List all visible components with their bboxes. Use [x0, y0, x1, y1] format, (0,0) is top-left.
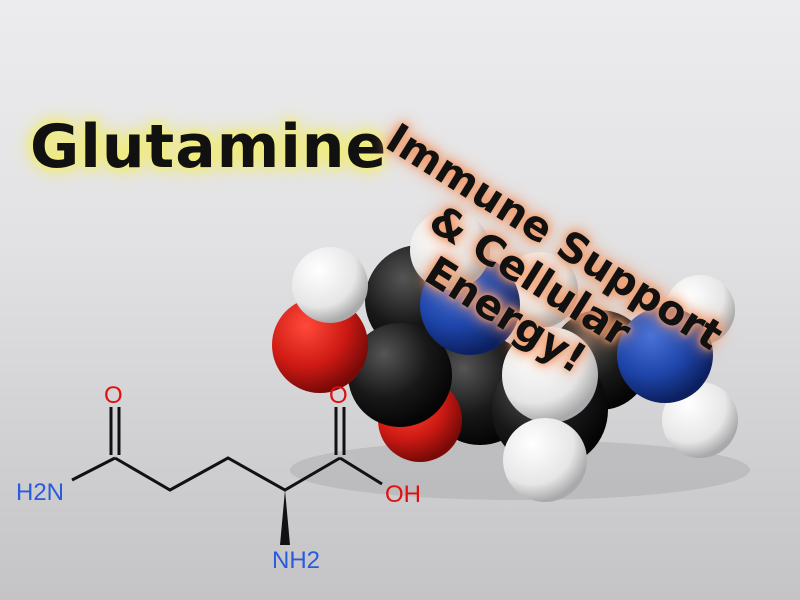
acid-oxygen-label: O — [329, 382, 348, 409]
h2n-label: H2N — [16, 479, 64, 506]
skeletal-formula — [71, 407, 383, 545]
amide-oxygen-label: O — [104, 382, 123, 409]
nh2-label: NH2 — [272, 547, 320, 574]
hydroxyl-label: OH — [385, 481, 421, 508]
atom-spheres — [272, 210, 750, 502]
page-title: Glutamine — [30, 112, 388, 182]
